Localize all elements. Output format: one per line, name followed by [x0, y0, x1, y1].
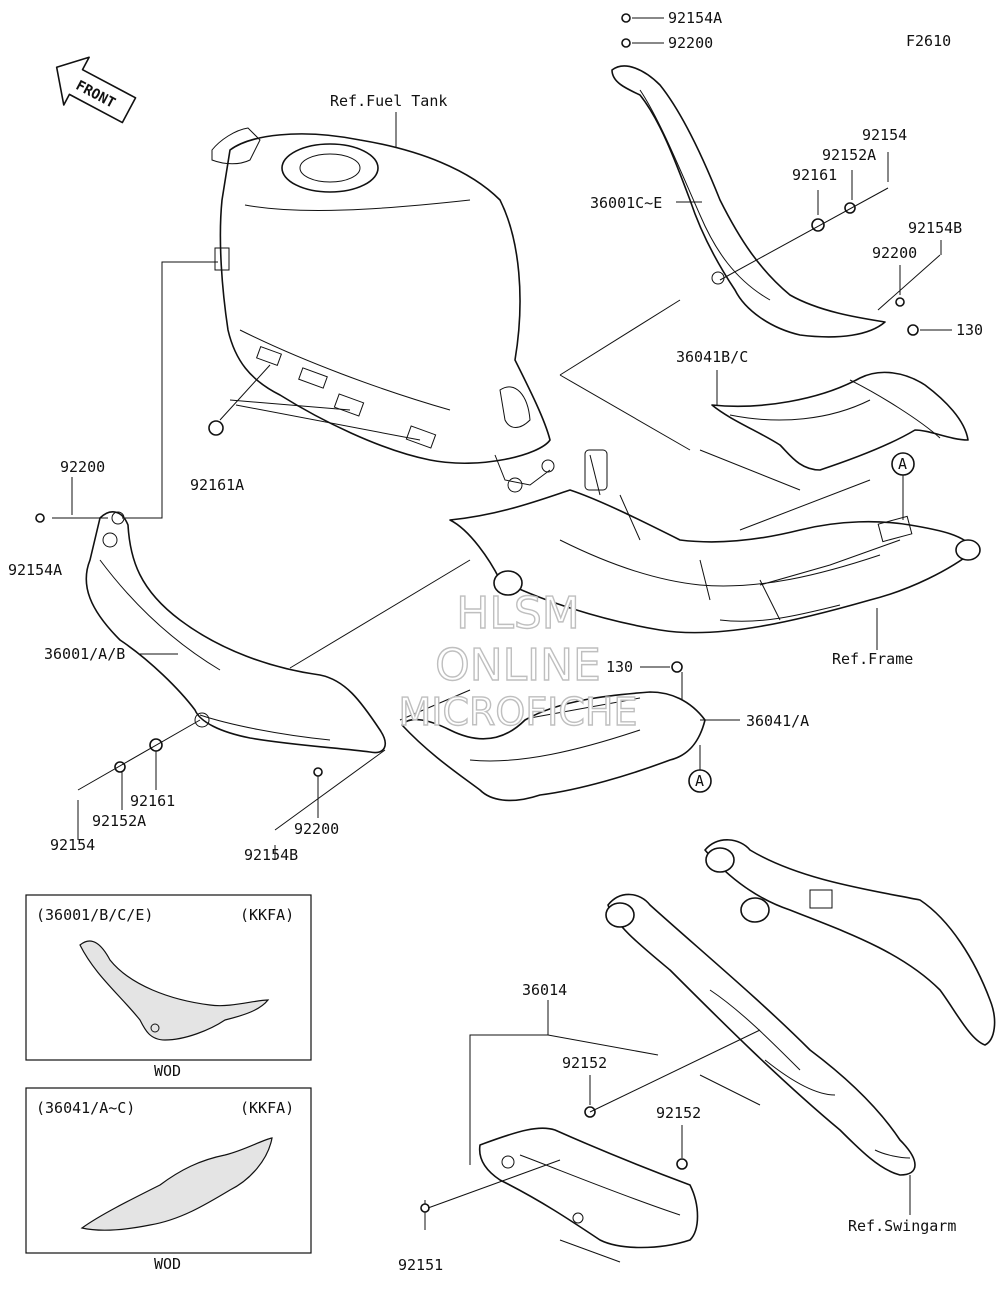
- label-ref-swingarm: Ref.Swingarm: [848, 1217, 956, 1235]
- side-cover-36001CE: [611, 65, 886, 338]
- callout-a-2-label: A: [695, 772, 704, 790]
- label-130-right: 130: [956, 321, 983, 339]
- watermark-line-3: MICROFICHE: [398, 690, 637, 734]
- label-130-mid: 130: [606, 658, 633, 676]
- inset-box-2-code: (KKFA): [240, 1099, 294, 1117]
- label-92161-left: 92161: [130, 792, 175, 810]
- swingarm: [605, 839, 996, 1176]
- label-36041BC: 36041B/C: [676, 348, 748, 366]
- leader-lines: [35, 13, 952, 1263]
- label-92154-right: 92154: [862, 126, 907, 144]
- label-36001AB: 36001/A/B: [44, 645, 125, 663]
- label-92152A-left: 92152A: [92, 812, 146, 830]
- part-labels: 92154A 92200 92154 92152A 92161 36001C~E…: [8, 9, 983, 1274]
- label-92200-right: 92200: [872, 244, 917, 262]
- label-92152-2: 92152: [656, 1104, 701, 1122]
- inset-box-2: (36041/A~C) (KKFA) WOD: [25, 1087, 312, 1273]
- inset-box-1-code: (KKFA): [240, 906, 294, 924]
- diagram-code: F2610: [906, 32, 951, 50]
- watermark: HLSM ONLINE MICROFICHE: [398, 587, 638, 734]
- label-92154-left: 92154: [50, 836, 95, 854]
- label-ref-fuel-tank: Ref.Fuel Tank: [330, 92, 447, 110]
- label-92154A-top: 92154A: [668, 9, 722, 27]
- label-36014: 36014: [522, 981, 567, 999]
- label-92161A: 92161A: [190, 476, 244, 494]
- label-92154B-left: 92154B: [244, 846, 298, 864]
- callout-a-2: [688, 769, 712, 793]
- frame: [449, 449, 981, 634]
- front-arrow-icon: FRONT: [55, 56, 137, 124]
- callout-a-1-label: A: [898, 455, 907, 473]
- side-cover-36001AB: [85, 511, 386, 754]
- inset-box-1-caption: WOD: [154, 1062, 181, 1080]
- label-36001CE: 36001C~E: [590, 194, 662, 212]
- grommet-92161A: [208, 420, 224, 436]
- label-92152A-right: 92152A: [822, 146, 876, 164]
- inner-cover-36041BC: [711, 371, 969, 471]
- inset-box-1-title: (36001/B/C/E): [36, 906, 153, 924]
- label-92154B-right: 92154B: [908, 219, 962, 237]
- callout-a-1: [891, 452, 915, 476]
- label-92154A-left: 92154A: [8, 561, 62, 579]
- label-36041A: 36041/A: [746, 712, 809, 730]
- label-92200-left: 92200: [60, 458, 105, 476]
- watermark-line-2: ONLINE: [435, 640, 601, 691]
- inset-box-1: (36001/B/C/E) (KKFA) WOD: [25, 894, 312, 1080]
- inset-box-2-title: (36041/A~C): [36, 1099, 135, 1117]
- label-ref-frame: Ref.Frame: [832, 650, 913, 668]
- chain-guard-36014: [478, 1127, 699, 1249]
- label-92151: 92151: [398, 1256, 443, 1274]
- label-92200-top: 92200: [668, 34, 713, 52]
- label-92152-1: 92152: [562, 1054, 607, 1072]
- inset-box-2-caption: WOD: [154, 1255, 181, 1273]
- label-92161-right: 92161: [792, 166, 837, 184]
- label-92200-bottom-left: 92200: [294, 820, 339, 838]
- watermark-line-1: HLSM: [456, 588, 580, 639]
- fuel-tank: [211, 127, 555, 493]
